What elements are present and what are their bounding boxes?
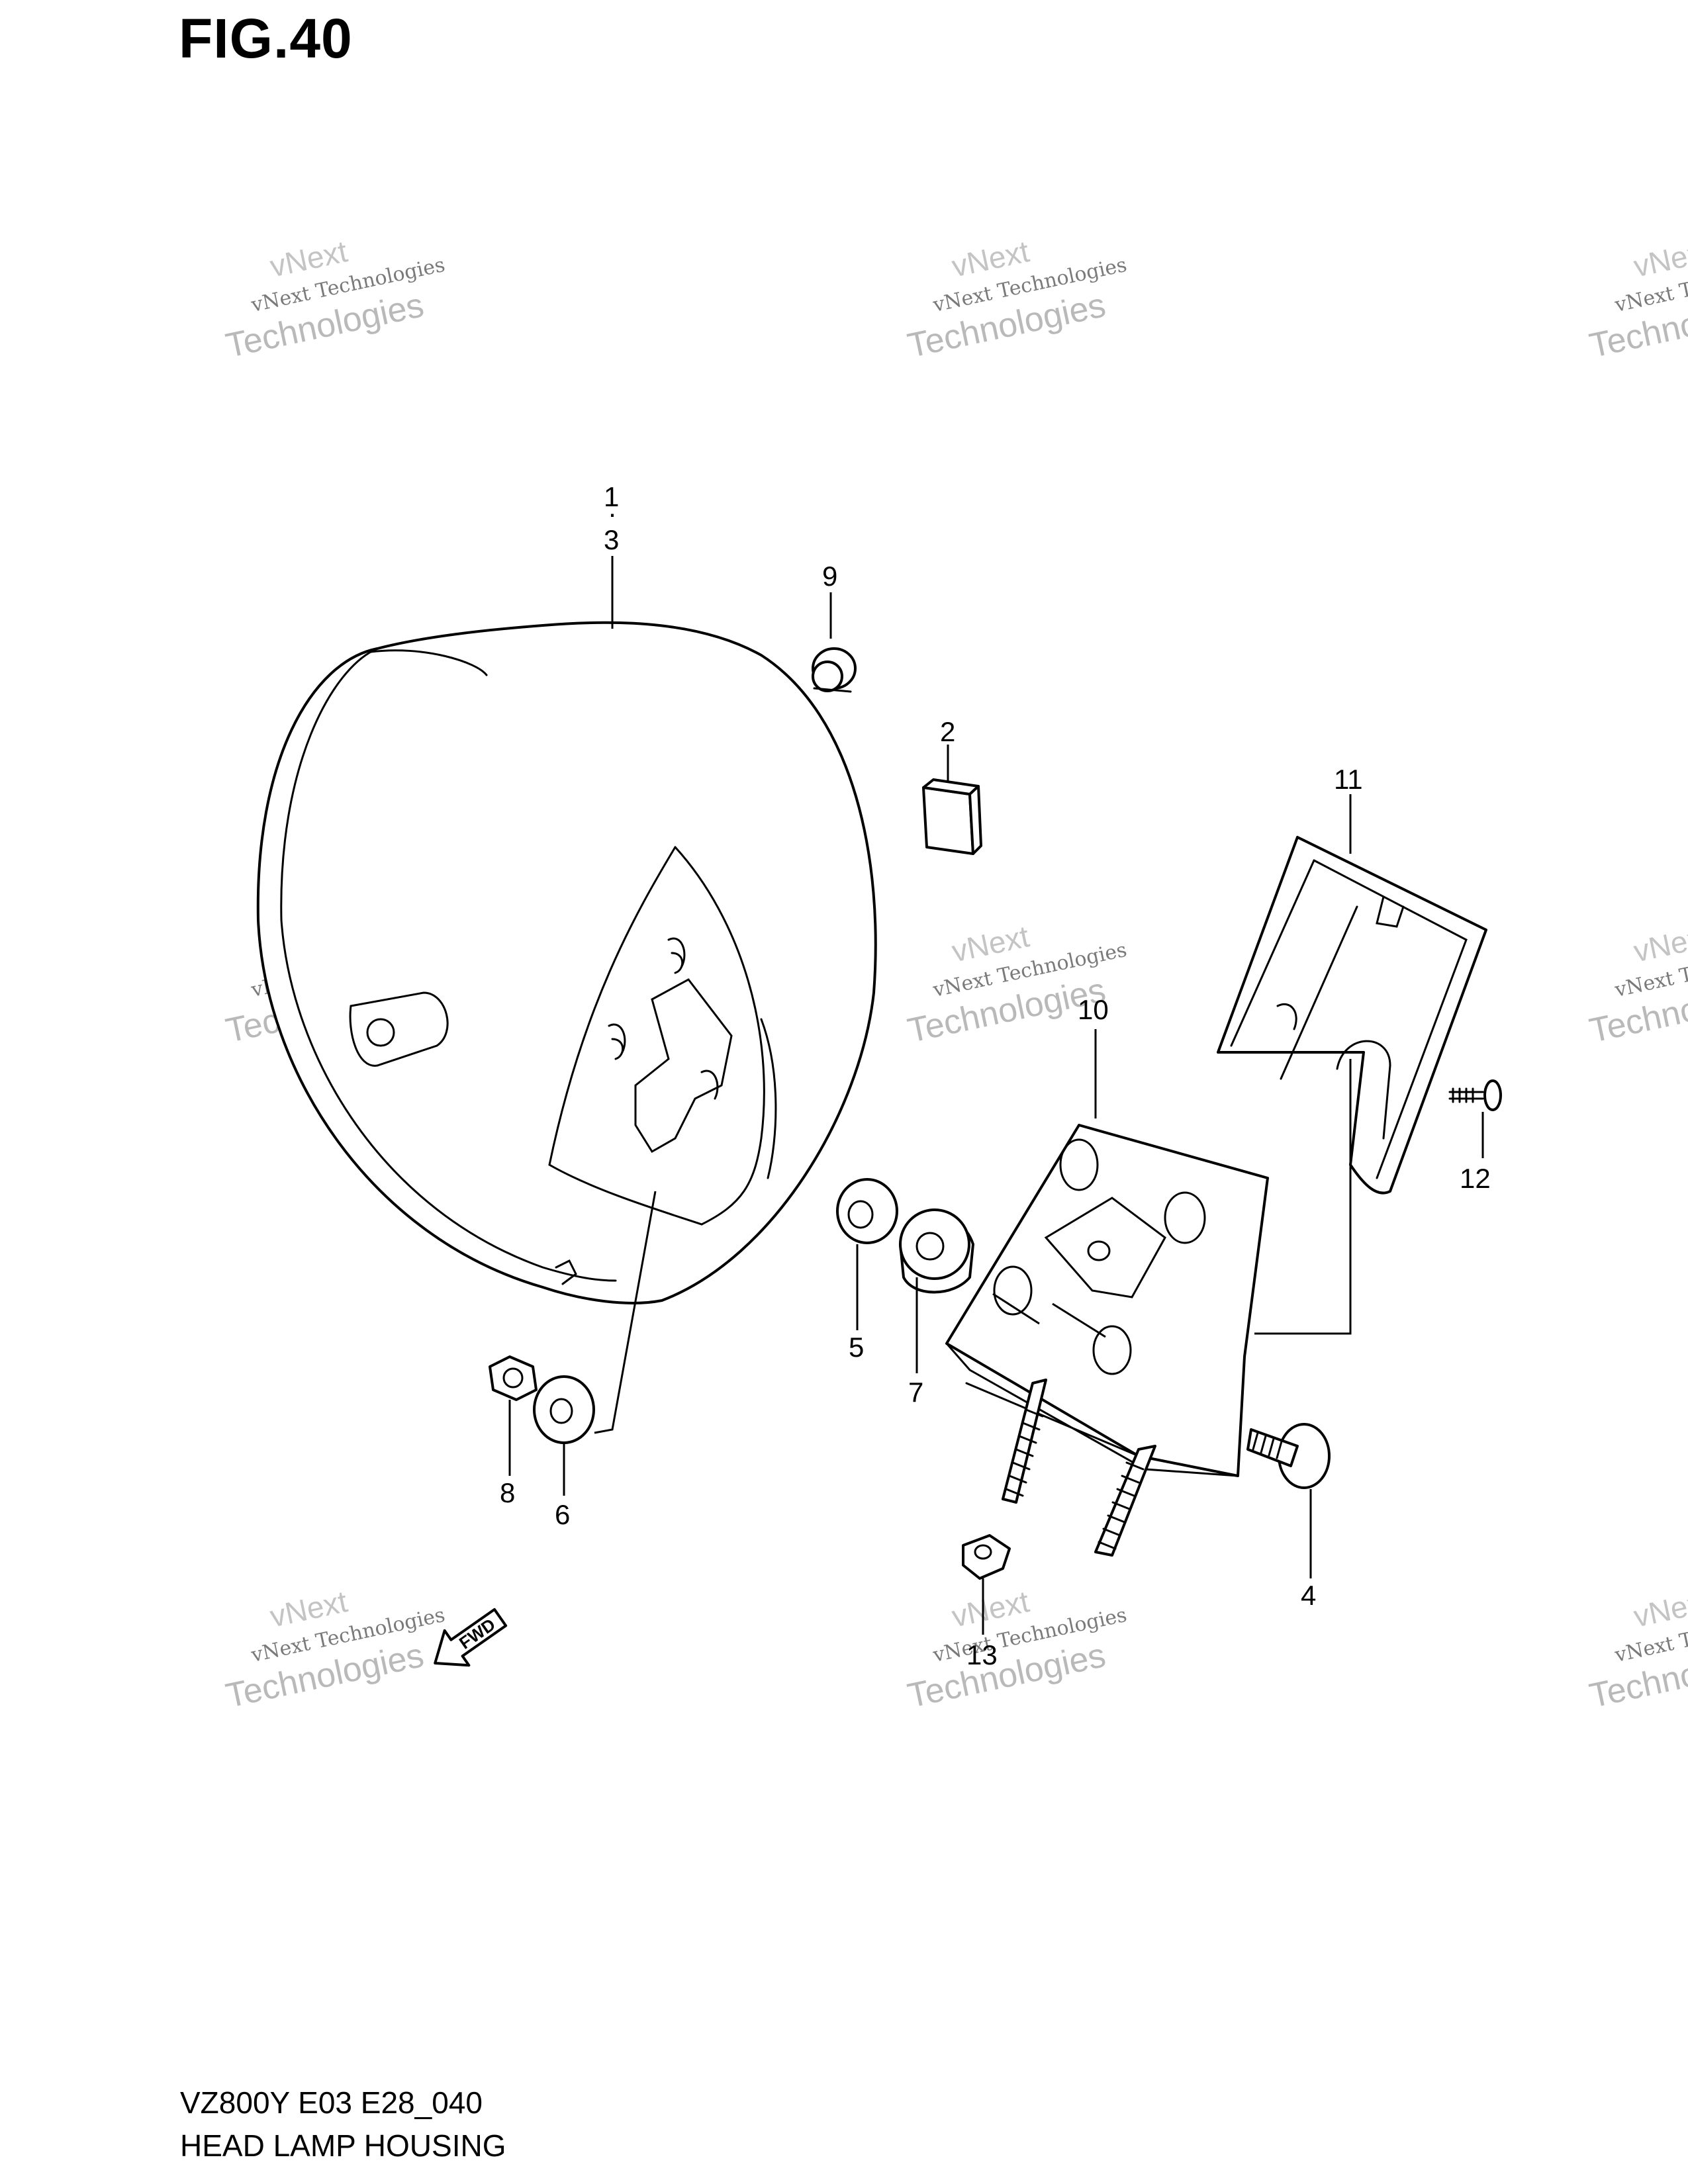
svg-text:vNext: vNext xyxy=(1630,919,1688,968)
watermark: vNext vNext Technologies Technologies xyxy=(222,234,447,365)
headlamp-housing-shell xyxy=(256,621,877,1304)
watermark: vNext vNext Technologies Technologies xyxy=(1586,919,1688,1050)
callout-6: 6 xyxy=(555,1499,570,1530)
part-6-washer xyxy=(533,1375,595,1444)
part-7-grommet xyxy=(899,1208,974,1294)
watermark: vNext vNext Technologies Technologies xyxy=(222,1584,447,1715)
section-name: HEAD LAMP HOUSING xyxy=(180,2128,506,2163)
callout-2: 2 xyxy=(940,716,955,747)
callout-labels: 1 · 3 9 2 11 10 12 5 7 8 6 4 13 xyxy=(500,481,1491,1670)
callout-8: 8 xyxy=(500,1477,515,1508)
part-11-cover xyxy=(1217,836,1487,1195)
watermark: vNext vNext Technologies Technologies xyxy=(904,919,1129,1050)
part-4-bolt xyxy=(1246,1423,1331,1489)
part-2-pad xyxy=(922,778,982,855)
svg-text:vNext: vNext xyxy=(1630,1584,1688,1633)
callout-5: 5 xyxy=(849,1332,864,1363)
part-10-bracket xyxy=(945,1124,1269,1557)
callout-1-3-separator: · xyxy=(608,498,617,529)
figure-title: FIG.40 xyxy=(179,7,353,69)
callout-3: 3 xyxy=(604,524,619,555)
model-code: VZ800Y E03 E28_040 xyxy=(180,2085,483,2120)
watermark: vNext vNext Technologies Technologies xyxy=(904,1584,1129,1715)
callout-10: 10 xyxy=(1078,994,1109,1025)
watermark: vNext vNext Technologies Technologies xyxy=(1586,234,1688,365)
callout-4: 4 xyxy=(1301,1580,1316,1611)
callout-1: 1 xyxy=(604,481,619,512)
watermark: vNext vNext Technologies Technologies xyxy=(904,234,1129,365)
callout-9: 9 xyxy=(822,561,837,592)
callout-13: 13 xyxy=(966,1639,998,1670)
leader-lines xyxy=(508,556,1484,1635)
watermark: vNext vNext Technologies Technologies xyxy=(1586,1584,1688,1715)
callout-11: 11 xyxy=(1334,764,1363,795)
part-12-screw xyxy=(1448,1079,1502,1111)
callout-12: 12 xyxy=(1460,1163,1491,1194)
part-8-nut xyxy=(489,1355,538,1401)
part-13-nut xyxy=(962,1534,1011,1580)
callout-7: 7 xyxy=(908,1377,923,1408)
part-5-washer xyxy=(836,1178,898,1244)
svg-text:vNext: vNext xyxy=(1630,234,1688,283)
part-9-grommet xyxy=(812,647,857,693)
